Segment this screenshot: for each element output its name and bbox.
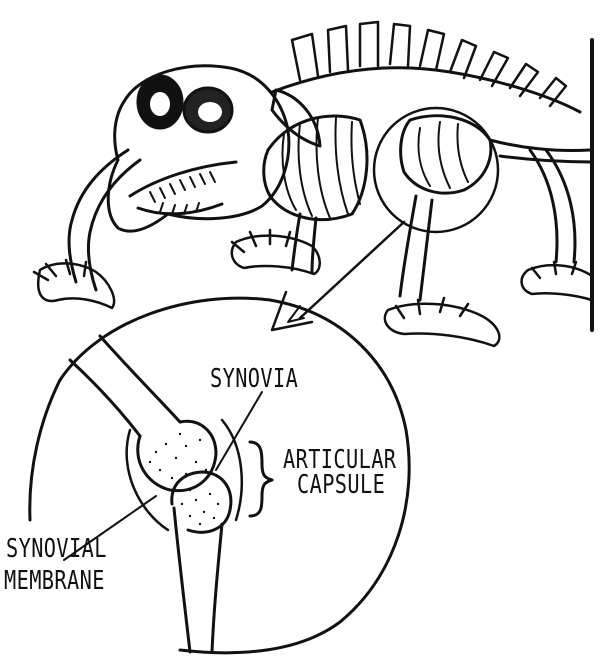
front-paw-right bbox=[232, 230, 320, 274]
articular-capsule-label-line2: CAPSULE bbox=[297, 472, 385, 498]
hind-paw-right bbox=[522, 262, 592, 300]
hind-leg-right bbox=[530, 150, 575, 262]
synovial-membrane-label-line1: SYNOVIAL bbox=[6, 536, 107, 562]
upper-bone-head bbox=[138, 421, 216, 490]
front-leg-left bbox=[69, 150, 140, 290]
hind-leg-left bbox=[400, 196, 432, 300]
hind-paw-left bbox=[385, 298, 499, 346]
dorsal-spines bbox=[292, 22, 566, 106]
teeth bbox=[150, 172, 215, 214]
pelvis-ribs bbox=[418, 122, 468, 188]
zoom-circle-small bbox=[374, 108, 498, 232]
capsule-outline bbox=[127, 420, 242, 530]
bone-stipple bbox=[149, 433, 219, 525]
pelvis bbox=[401, 116, 491, 193]
capsule-brace bbox=[250, 442, 272, 516]
synovia-label: SYNOVIA bbox=[210, 366, 298, 392]
dog-skeleton bbox=[34, 22, 592, 346]
front-paw-left bbox=[34, 260, 114, 308]
synovial-membrane-label-line2: MEMBRANE bbox=[4, 568, 105, 594]
tail bbox=[490, 140, 592, 162]
